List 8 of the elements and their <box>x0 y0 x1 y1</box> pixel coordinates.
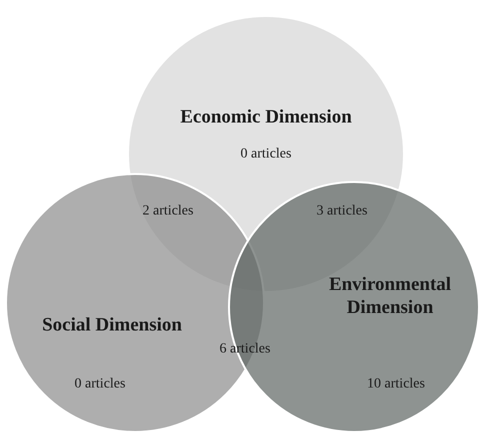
dimension-title: Environmental Dimension <box>328 274 452 320</box>
overlap-count: 2 articles <box>142 204 194 220</box>
article-count: 0 articles <box>74 376 126 394</box>
overlap-count: 3 articles <box>316 204 368 220</box>
article-count: 0 articles <box>240 146 292 164</box>
dimension-title: Economic Dimension <box>179 106 353 130</box>
dimension-title: Social Dimension <box>41 314 183 338</box>
article-count: 10 articles <box>367 376 425 394</box>
